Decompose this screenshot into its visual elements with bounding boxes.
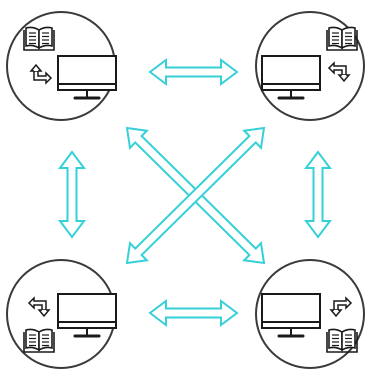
monitor-icon [57, 293, 117, 338]
book-icon [23, 328, 55, 353]
corner-arrow-icon [327, 61, 351, 83]
book-icon [23, 26, 55, 51]
arrow-top-right-to-bottom-left [125, 126, 266, 265]
arrow-bottom-left-to-bottom-right [148, 299, 239, 327]
corner-arrow-icon [29, 63, 53, 85]
nodes [6, 11, 365, 369]
monitor-icon [57, 55, 117, 100]
node-bottom-left [6, 259, 117, 369]
node-bottom-right [255, 259, 365, 369]
book-icon [326, 26, 358, 51]
monitor-icon [261, 55, 321, 100]
node-top-right [255, 11, 365, 121]
arrow-top-left-to-bottom-left [58, 150, 86, 239]
corner-arrow-icon [329, 296, 353, 318]
arrow-top-left-to-top-right [148, 58, 239, 86]
arrow-top-right-to-bottom-right [304, 150, 332, 239]
node-top-left [6, 11, 117, 121]
connection-arrows [58, 58, 332, 327]
book-icon [326, 328, 358, 353]
monitor-icon [261, 293, 321, 338]
corner-arrow-icon [27, 296, 51, 318]
